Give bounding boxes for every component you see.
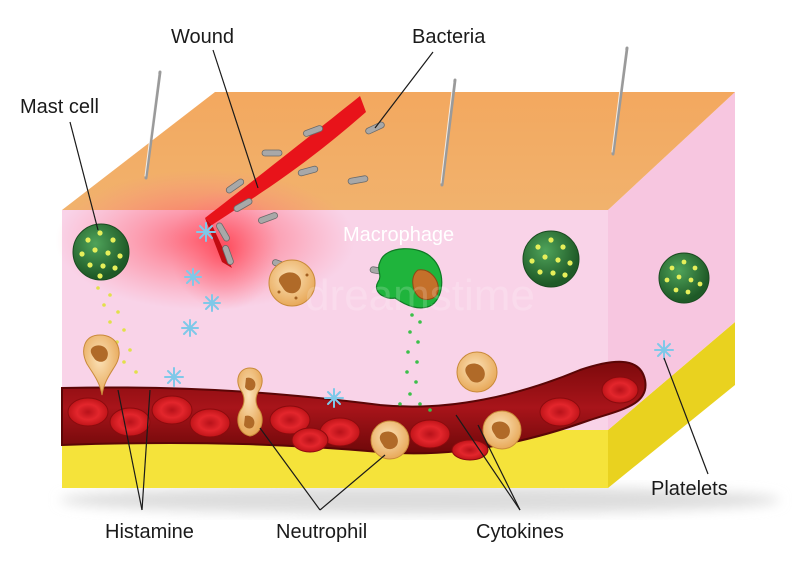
label-wound: Wound: [171, 26, 235, 48]
label-cytokines: Cytokines: [476, 521, 564, 543]
neutrophil-diapedesis: [237, 367, 263, 437]
red-blood-cells: [67, 376, 639, 461]
label-histamine: Histamine: [105, 521, 194, 543]
leader-neutrophil-1: [259, 427, 321, 511]
wound: [205, 96, 366, 225]
leader-histamine-1: [117, 389, 143, 511]
hairs: [144, 46, 629, 187]
bacteria-group: [216, 121, 391, 276]
label-bacteria: Bacteria: [412, 26, 486, 48]
macrophage: [375, 248, 443, 309]
watermark: dreamstime: [305, 271, 535, 320]
neutrophil-vessel-1: [370, 420, 410, 460]
leader-cytokines-2: [477, 424, 521, 511]
neutrophil-migrating-left: [83, 334, 120, 396]
histamine-dots: [96, 286, 138, 374]
mast-cell-middle: [522, 230, 580, 288]
leader-neutrophil-2: [319, 454, 386, 511]
platelets: [164, 222, 674, 408]
label-neutrophil: Neutrophil: [276, 521, 368, 543]
label-macrophage: Macrophage: [343, 224, 455, 246]
mast-cell-right: [658, 252, 710, 304]
leader-wound: [212, 49, 259, 189]
neutrophil-vessel-2: [482, 410, 522, 450]
neutrophil-upper: [268, 259, 316, 307]
label-platelets: Platelets: [651, 478, 728, 500]
block-shadow: [60, 486, 780, 514]
mast-cell-left: [72, 223, 130, 281]
label-mast-cell: Mast cell: [20, 96, 99, 118]
leader-lines: [69, 49, 709, 511]
leader-histamine-2: [141, 389, 151, 511]
neutrophil-mid: [456, 351, 498, 393]
fat-layer-side: [608, 322, 735, 488]
leader-platelets: [663, 357, 709, 475]
cytokine-dots: [398, 313, 432, 412]
leader-mast-cell: [69, 121, 99, 231]
leader-bacteria: [374, 51, 434, 129]
leader-cytokines-1: [455, 414, 521, 511]
